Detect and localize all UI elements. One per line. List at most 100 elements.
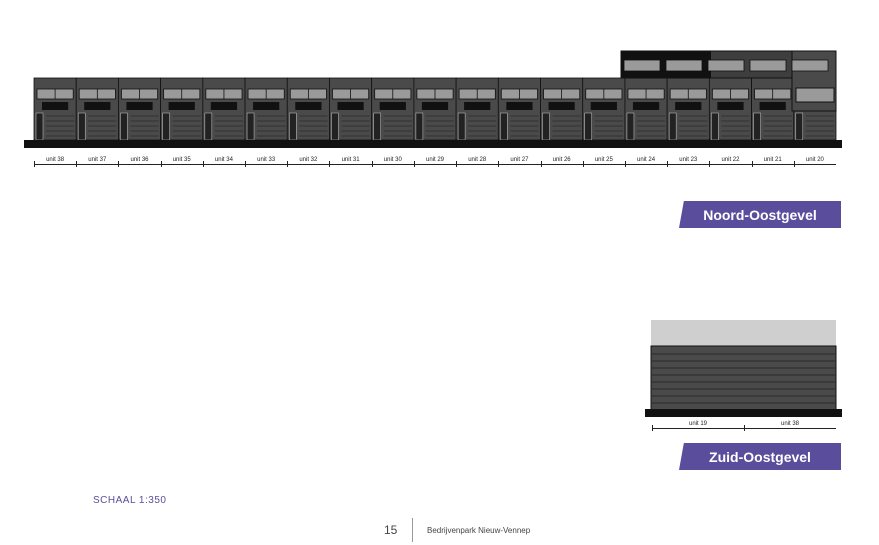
dimension-line [624, 164, 668, 165]
unit-door [795, 112, 804, 141]
unit-label: unit 27 [498, 157, 541, 169]
unit-label-text: unit 37 [88, 157, 107, 163]
upper-window [707, 59, 745, 72]
unit-door [668, 112, 677, 141]
facade-unit [666, 77, 710, 141]
dimension-tick [540, 161, 542, 167]
unit-door [120, 112, 128, 141]
unit-label: unit 23 [667, 157, 710, 169]
dimension-tick [34, 161, 35, 167]
dimension-tick [160, 161, 162, 167]
unit-vent-band [379, 102, 406, 110]
dimension-line [498, 164, 541, 165]
footer-title: Bedrijvenpark Nieuw-Vennep [427, 526, 531, 535]
noord-oostgevel-drawing [24, 50, 842, 148]
dimension-line [793, 164, 836, 165]
dimension-tick [652, 425, 653, 431]
dimension-tick [202, 161, 204, 167]
unit-door [373, 112, 381, 141]
dimension-tick [371, 161, 373, 167]
unit-vent-band [84, 102, 111, 110]
unit-vent-band [253, 102, 280, 110]
unit-label: unit 28 [456, 157, 499, 169]
unit-label-text: unit 30 [383, 157, 402, 163]
facade-unit [751, 77, 795, 141]
unit-label-text: unit 32 [299, 157, 318, 163]
unit-door [246, 112, 255, 141]
dimension-tick [624, 161, 626, 167]
unit-vent-band [421, 102, 449, 110]
unit-label-text: unit 28 [468, 157, 487, 163]
dimension-line [709, 164, 752, 165]
facade-unit [497, 77, 541, 141]
dimension-line [540, 164, 583, 165]
dimension-tick [245, 161, 247, 167]
unit-door [415, 112, 424, 141]
unit-door [35, 112, 44, 141]
unit-door [711, 112, 719, 141]
dimension-tick [667, 161, 669, 167]
unit-label: unit 24 [624, 157, 668, 169]
unit-label-text: unit 27 [510, 157, 529, 163]
unit-label-text: unit 19 [688, 421, 707, 427]
zuid-oostgevel-label: Zuid-Oostgevel [679, 443, 841, 470]
dimension-line [652, 428, 744, 429]
facade-unit [708, 77, 752, 141]
footer-divider [412, 518, 413, 542]
dimension-line [456, 164, 499, 165]
ground-slab [645, 409, 842, 417]
unit-vent-band [464, 102, 491, 110]
unit-label: unit 38 [34, 157, 77, 169]
unit-label: unit 32 [287, 157, 330, 169]
unit-vent-band [759, 102, 786, 110]
unit-vent-band [675, 102, 702, 110]
dimension-tick [329, 161, 331, 167]
unit-vent-band [42, 102, 69, 110]
dimension-line [287, 164, 330, 165]
upper-window [665, 59, 703, 72]
facade-unit [286, 77, 330, 141]
unit-door [753, 112, 761, 141]
facade-unit [413, 77, 457, 141]
dimension-line [202, 164, 246, 165]
tower-window [795, 87, 835, 103]
unit-vent-band [168, 102, 195, 110]
unit-vent-band [295, 102, 322, 110]
facade-unit [75, 77, 119, 141]
unit-label: unit 37 [76, 157, 119, 169]
page-number: 15 [384, 523, 398, 537]
unit-vent-band [717, 102, 744, 110]
unit-label-text: unit 22 [721, 157, 740, 163]
unit-door [584, 112, 592, 141]
unit-label-text: unit 38 [780, 421, 799, 427]
unit-label-text: unit 24 [637, 157, 656, 163]
unit-label-text: unit 25 [594, 157, 613, 163]
facade-unit [160, 77, 204, 141]
facade-unit [371, 77, 415, 141]
dimension-tick [413, 161, 415, 167]
unit-label-text: unit 21 [763, 157, 782, 163]
zuid-oostgevel-drawing [645, 320, 842, 417]
unit-label: unit 38 [744, 421, 836, 433]
unit-vent-band [632, 102, 660, 110]
unit-label-text: unit 35 [172, 157, 191, 163]
unit-door [204, 112, 213, 141]
facade-unit [33, 77, 77, 141]
unit-label-text: unit 20 [805, 157, 824, 163]
dimension-line [118, 164, 161, 165]
facade-unit [202, 77, 246, 141]
unit-door [77, 112, 86, 141]
unit-label-text: unit 36 [130, 157, 149, 163]
unit-vent-band [126, 102, 153, 110]
facade-unit [582, 77, 626, 141]
unit-label: unit 25 [582, 157, 625, 169]
dimension-tick [709, 161, 711, 167]
unit-label-text: unit 38 [46, 157, 65, 163]
upper-window [623, 59, 661, 72]
dimension-line [160, 164, 203, 165]
dimension-tick [582, 161, 584, 167]
unit-vent-band [506, 102, 533, 110]
scale-label: SCHAAL 1:350 [93, 495, 167, 506]
unit-door [331, 112, 339, 141]
unit-label: unit 34 [202, 157, 246, 169]
